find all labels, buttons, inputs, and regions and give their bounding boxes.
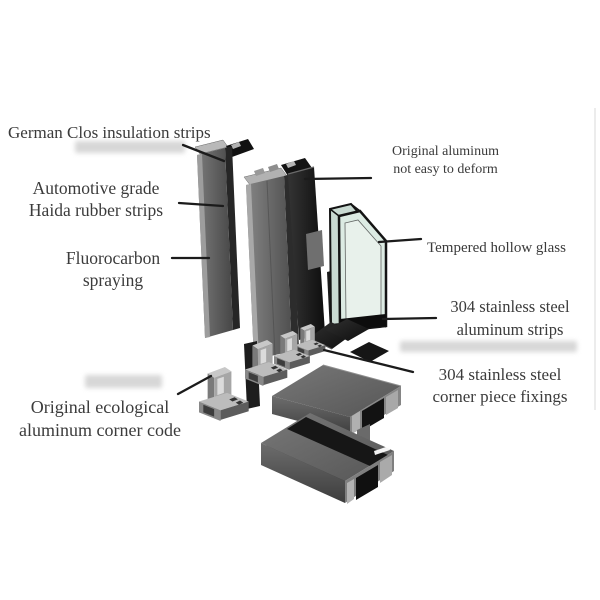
label-aluminum-strips: 304 stainless steel aluminum strips	[450, 297, 570, 339]
edge-artifact-line	[594, 108, 596, 410]
leader-corner-code	[176, 374, 213, 396]
label-tempered-glass: Tempered hollow glass	[427, 240, 566, 256]
label-rubber-strips: Automotive grade Haida rubber strips	[28, 178, 164, 220]
tempered-hollow-glass-unit	[328, 202, 388, 333]
blur-artifact-bottom-left	[85, 375, 162, 388]
blur-artifact-right	[400, 341, 577, 352]
leader-insulation-strips	[181, 143, 226, 163]
corner-bracket-1	[199, 367, 249, 421]
highlight-dash	[374, 446, 390, 455]
leader-rubber-strips	[177, 201, 225, 208]
leader-tempered-glass	[377, 237, 423, 244]
horizontal-aluminum-profile-lower	[261, 413, 394, 504]
label-insulation-strips: German Clos insulation strips	[8, 123, 211, 142]
blur-artifact-top-left	[75, 141, 185, 153]
leader-lines	[170, 143, 438, 396]
label-fluorocarbon-spraying: Fluorocarbon spraying	[65, 248, 161, 290]
leader-corner-fixings	[322, 348, 415, 374]
leader-original-aluminum	[303, 176, 373, 181]
label-corner-fixings: 304 stainless steel corner piece fixings	[432, 365, 568, 406]
leader-aluminum-strips	[381, 316, 438, 321]
label-corner-code: Original ecological aluminum corner code	[19, 397, 181, 440]
vertical-aluminum-profile-left	[194, 139, 254, 338]
label-original-aluminum: Original aluminum not easy to deform	[392, 144, 499, 177]
vertical-aluminum-profile-middle	[243, 158, 312, 360]
